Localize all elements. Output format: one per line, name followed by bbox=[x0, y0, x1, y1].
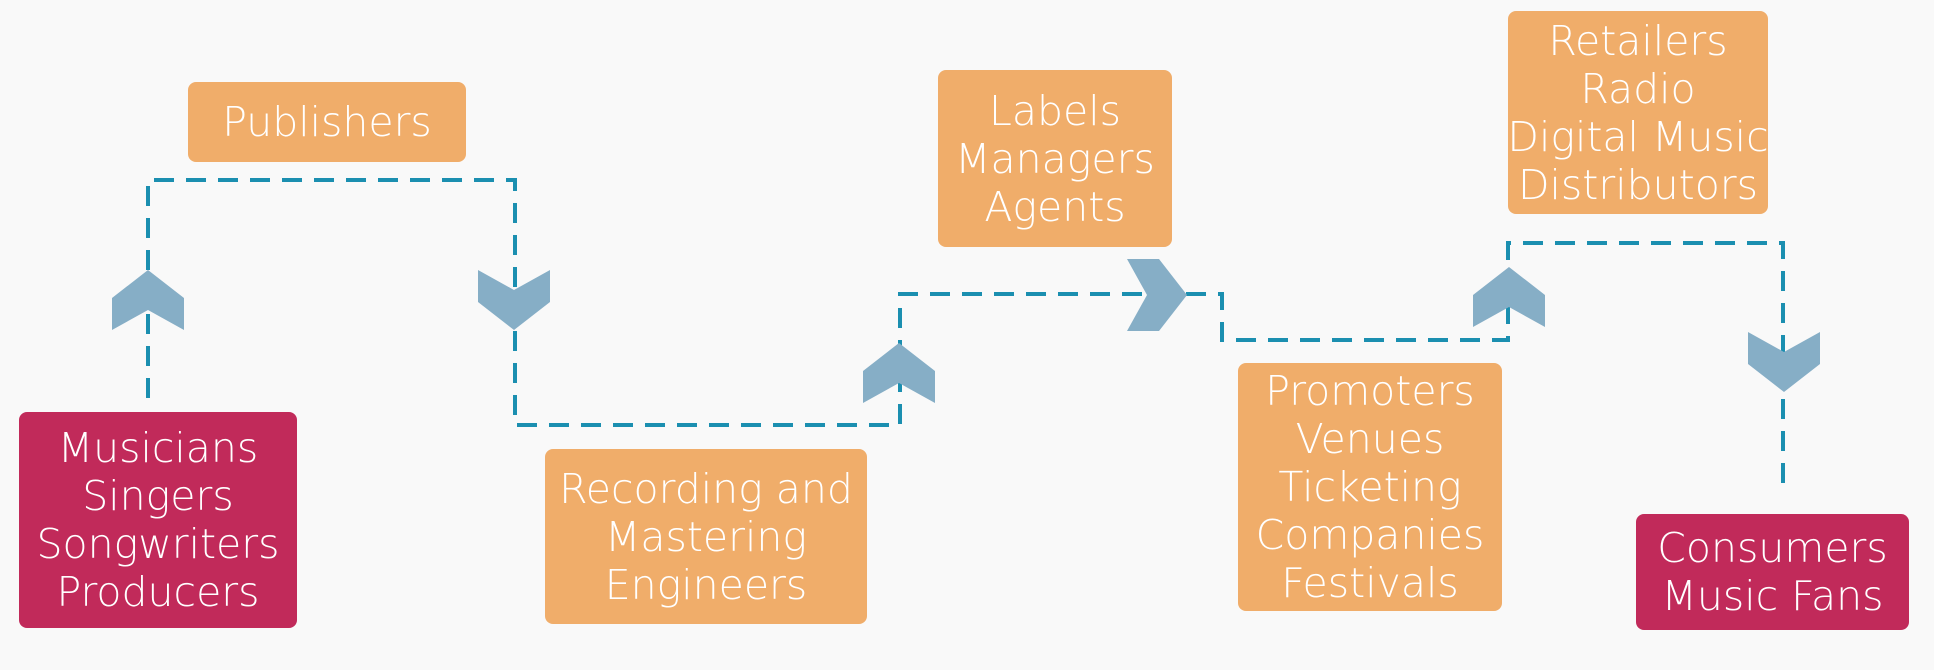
node-label-line: Consumers bbox=[1657, 524, 1888, 572]
node-label-line: Promoters bbox=[1265, 367, 1475, 415]
node-label-line: Mastering bbox=[605, 512, 807, 561]
node-label-line: Producers bbox=[56, 568, 260, 616]
node-label-line: Ticketing bbox=[1278, 463, 1462, 511]
node-label-line: Singers bbox=[82, 472, 234, 520]
arrow-down-2-icon bbox=[1748, 332, 1820, 392]
node-publishers: Publishers bbox=[188, 82, 466, 162]
node-label-line: Retailers bbox=[1548, 16, 1728, 65]
arrow-up-3-icon bbox=[1473, 267, 1545, 327]
connector-musicians-publishers bbox=[146, 178, 1785, 495]
node-label-line: Recording and bbox=[559, 464, 853, 513]
node-label-line: Radio bbox=[1580, 64, 1696, 113]
node-label-line: Agents bbox=[984, 182, 1126, 231]
arrow-up-2-icon bbox=[863, 343, 935, 403]
node-label-line: Managers bbox=[955, 134, 1155, 183]
node-label-line: Music Fans bbox=[1661, 572, 1884, 620]
arrow-group bbox=[112, 259, 1820, 403]
node-label-line: Festivals bbox=[1281, 559, 1459, 607]
node-label-line: Companies bbox=[1255, 511, 1485, 559]
node-label-line: Publishers bbox=[222, 98, 432, 146]
node-label-line: Digital Music bbox=[1507, 112, 1769, 161]
node-label-line: Musicians bbox=[57, 424, 259, 472]
node-label-line: Songwriters bbox=[36, 520, 280, 568]
arrow-down-1-icon bbox=[478, 270, 550, 330]
node-label-line: Labels bbox=[989, 86, 1121, 135]
node-label-line: Venues bbox=[1295, 415, 1445, 463]
node-label-line: Engineers bbox=[604, 560, 808, 609]
arrow-right-icon bbox=[1127, 259, 1187, 331]
arrow-up-1-icon bbox=[112, 270, 184, 330]
node-label-line: Distributors bbox=[1517, 160, 1759, 209]
